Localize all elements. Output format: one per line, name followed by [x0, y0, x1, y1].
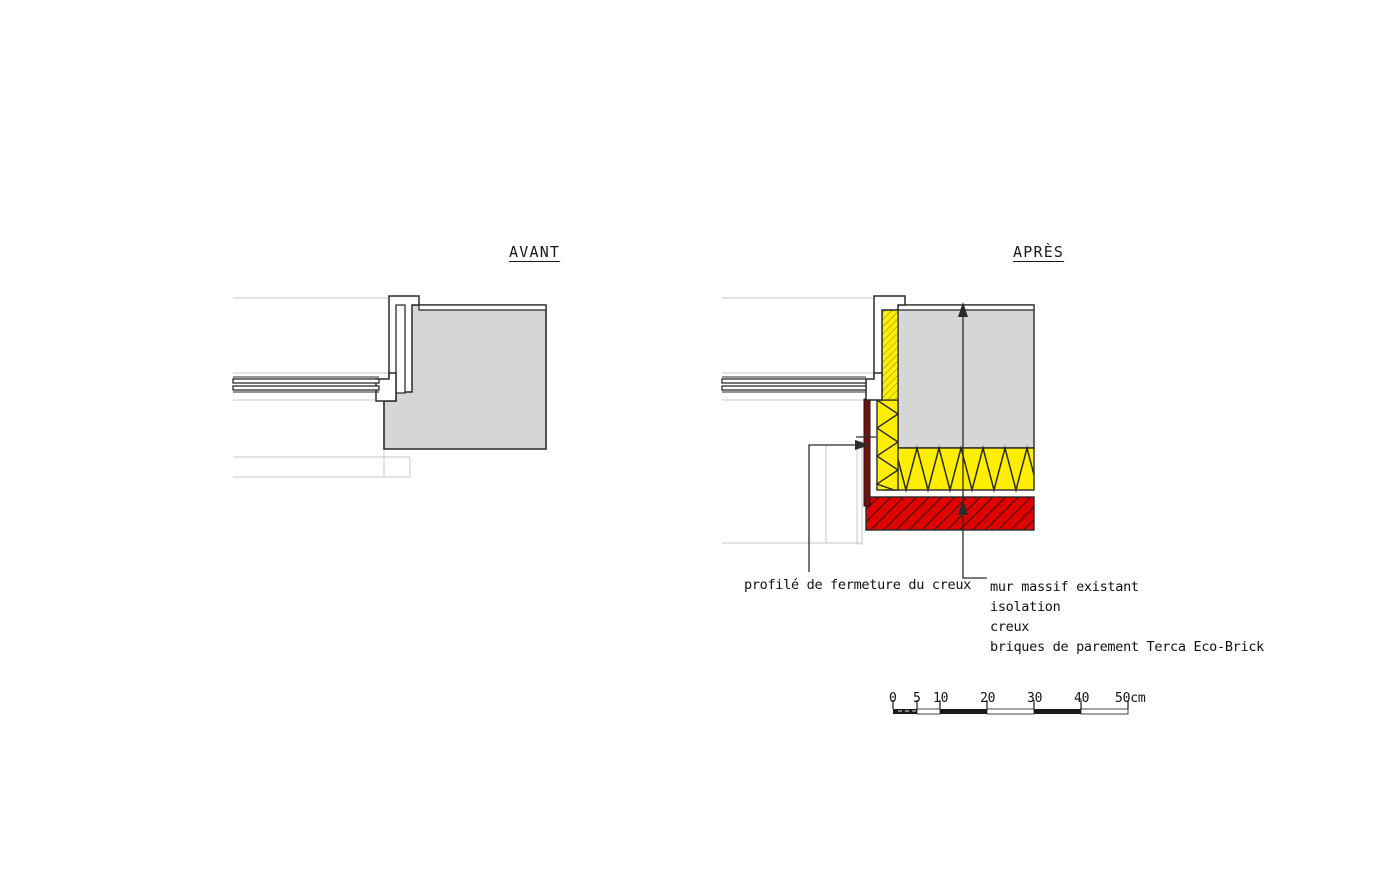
heading-avant: AVANT [509, 243, 561, 261]
scale-tick-label-10: 10 [933, 691, 949, 706]
apres-glazing [721, 376, 867, 393]
leader-right [958, 302, 987, 579]
scale-tick-label-0: 0 [889, 691, 897, 706]
callout-layer-item-3: briques de parement Terca Eco-Brick [990, 639, 1264, 655]
apres-window-frame [865, 295, 906, 401]
avant-ghost-lines [233, 297, 412, 478]
leader-left [808, 440, 870, 572]
scale-bar-graphic [892, 700, 1129, 715]
scale-tick-label-5: 5 [913, 691, 921, 706]
callout-layer-list: mur massif existant isolation creux briq… [990, 577, 1264, 657]
callout-layer-item-1: isolation [990, 599, 1061, 615]
callout-layer-item-2: creux [990, 619, 1030, 635]
avant-window-frame [375, 295, 420, 402]
scale-tick-label-30: 30 [1027, 691, 1043, 706]
heading-apres: APRÈS [1013, 243, 1065, 261]
apres-insulation-horizontal [883, 445, 1035, 493]
apres-insulation-vertical [875, 309, 900, 491]
avant-detail [232, 295, 547, 478]
scale-tick-label-40: 40 [1074, 691, 1090, 706]
callout-closure-profile: profilé de fermeture du creux [744, 577, 972, 593]
apres-closure-profile [863, 398, 871, 507]
avant-glazing [232, 376, 380, 393]
callout-layer-item-0: mur massif existant [990, 579, 1139, 595]
apres-detail [721, 295, 1035, 545]
apres-facing-brick [865, 496, 1035, 531]
apres-existing-wall [897, 304, 1035, 449]
avant-existing-wall [383, 304, 547, 450]
apres-ghost-lines [722, 297, 880, 545]
scale-tick-label-20: 20 [980, 691, 996, 706]
scale-tick-label-50: 50cm [1115, 691, 1146, 706]
